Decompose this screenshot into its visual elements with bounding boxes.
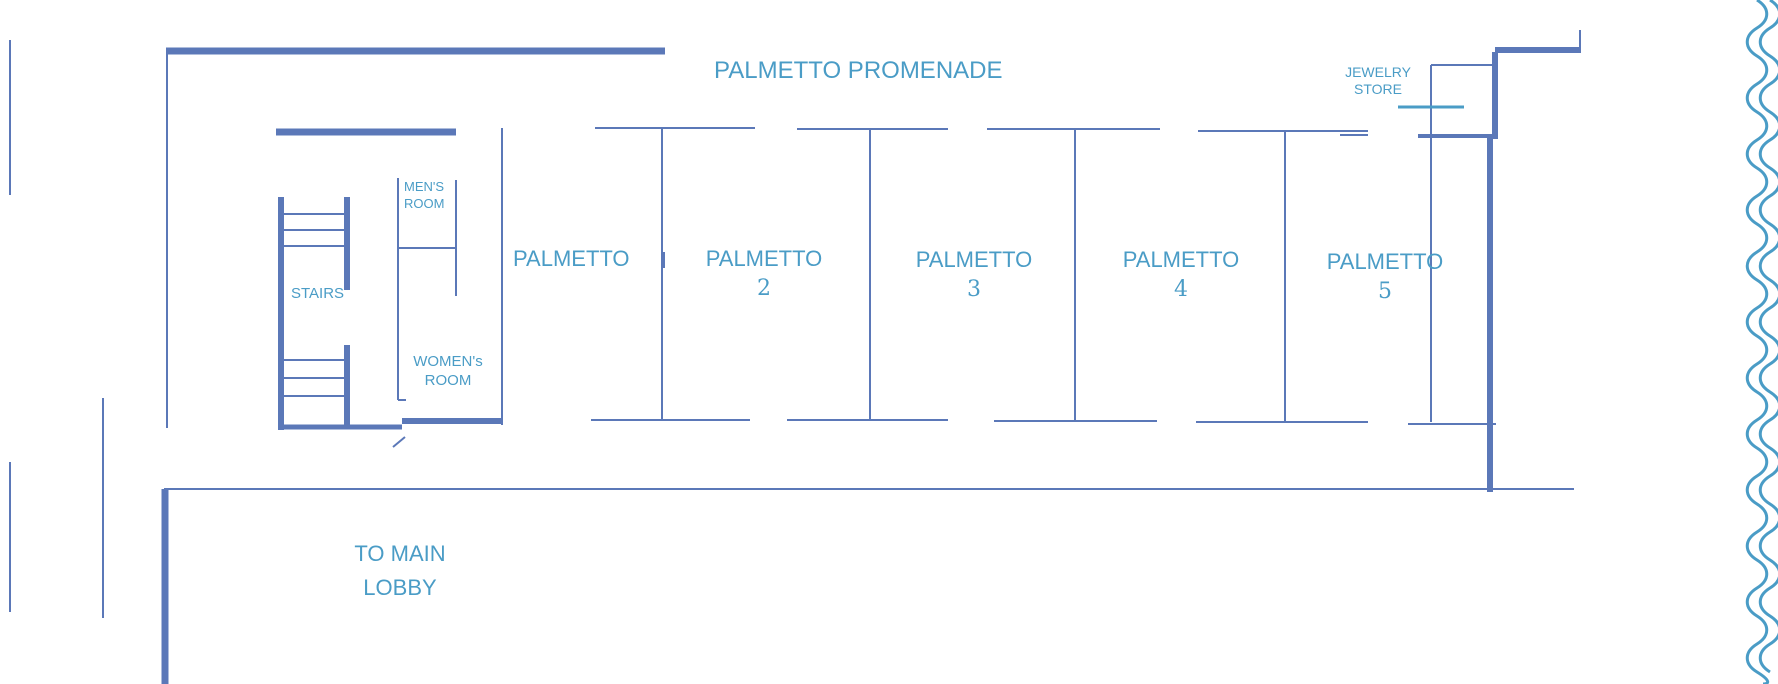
room-2-label: PALMETTO 2 — [706, 248, 823, 300]
room-5-label: PALMETTO 5 — [1327, 251, 1444, 303]
room-3-label: PALMETTO 3 — [916, 249, 1033, 301]
mens-room-label: MEN'S ROOM — [404, 178, 444, 212]
jewelry-store-label: JEWELRY STORE — [1345, 64, 1411, 98]
womens-label-line1: WOMEN's — [413, 353, 483, 370]
mens-label-line1: MEN'S — [404, 179, 445, 194]
wavy-border — [1745, 0, 1770, 684]
promenade-label: PALMETTO PROMENADE — [714, 57, 1003, 84]
room-4-name: PALMETTO — [1122, 247, 1240, 272]
door-swing — [392, 436, 406, 448]
lobby-line1: TO MAIN — [354, 541, 446, 566]
lobby-line2: LOBBY — [363, 575, 437, 600]
stairs-label: STAIRS — [291, 285, 345, 302]
room-4-label: PALMETTO 4 — [1123, 249, 1240, 301]
room-3-name: PALMETTO — [915, 247, 1033, 272]
wavy-border — [1758, 0, 1778, 674]
room-4-number: 4 — [1173, 277, 1188, 302]
jewelry-label-line2: STORE — [1354, 81, 1402, 97]
womens-label-line2: ROOM — [424, 372, 472, 389]
room-2-name: PALMETTO — [705, 246, 823, 271]
room-5-number: 5 — [1377, 279, 1392, 304]
room-3-number: 3 — [966, 277, 981, 302]
room-5-name: PALMETTO — [1326, 249, 1444, 274]
lobby-label: TO MAIN LOBBY — [354, 537, 445, 605]
mens-label-line2: ROOM — [404, 196, 445, 211]
jewelry-label-line1: JEWELRY — [1345, 64, 1411, 80]
womens-room-label: WOMEN's ROOM — [413, 352, 483, 390]
room-1-label: PALMETTO — [513, 246, 630, 271]
room-2-number: 2 — [756, 276, 771, 301]
